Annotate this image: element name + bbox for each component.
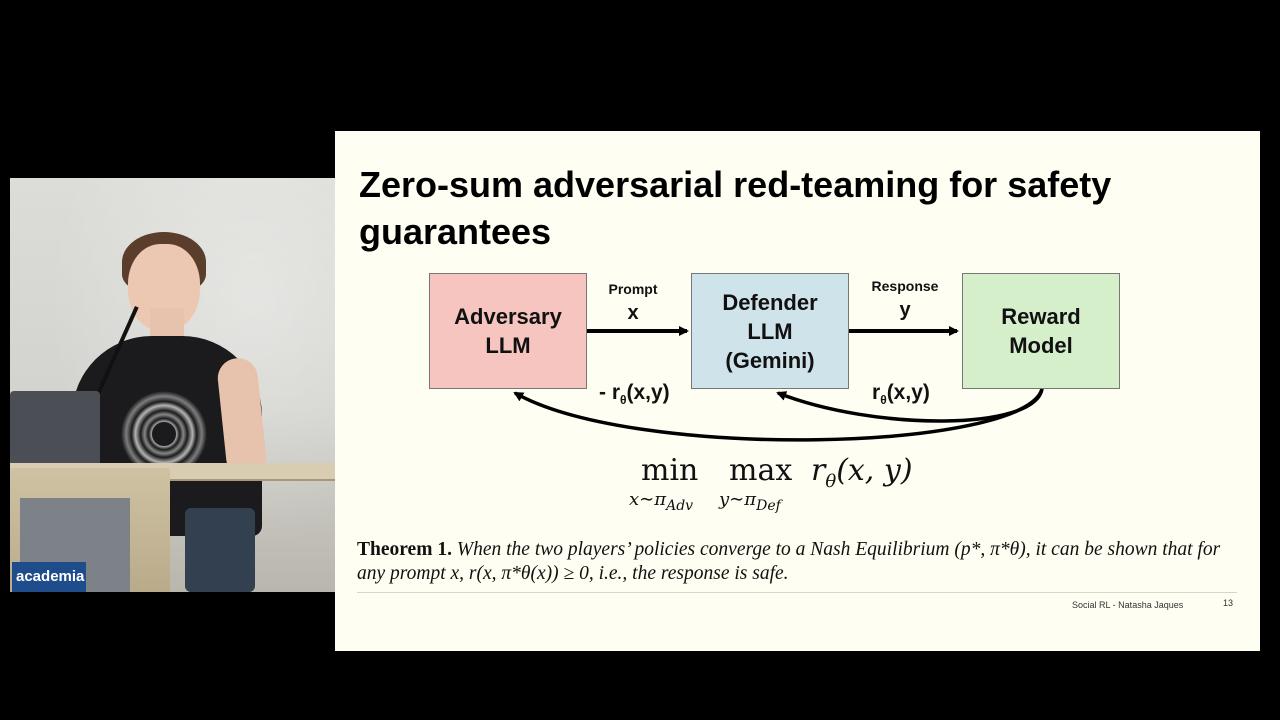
diagram-arrows [513, 326, 1044, 442]
slide-number: 13 [1223, 598, 1234, 608]
neg-reward-prefix: - r [599, 381, 620, 404]
footer-divider [357, 592, 1237, 593]
response-label: Response [871, 278, 939, 294]
reward-subscript: θ [880, 393, 887, 407]
defender-llm-box: Defender LLM (Gemini) [691, 273, 849, 389]
reward-model-box: Reward Model [962, 273, 1120, 389]
min-operator: min [641, 453, 699, 488]
max-operator: max [729, 453, 793, 488]
reward-label: rθ(x,y) [872, 381, 930, 407]
speaker-jeans [185, 508, 255, 592]
reward-args: (x,y) [886, 381, 930, 404]
max-sub-text: y∼π [719, 489, 757, 510]
arrow-reward-to-adversary [513, 388, 1044, 442]
min-sub-index: Adv [666, 498, 694, 514]
theorem-heading: Theorem 1. [357, 539, 452, 560]
prompt-variable: x [627, 302, 639, 324]
min-sub-text: x∼π [629, 489, 667, 510]
objective-subscript: θ [825, 471, 837, 492]
objective-term: rθ(x, y) [811, 453, 913, 492]
max-subscript: y∼πDef [719, 489, 781, 514]
minmax-equation: min x∼πAdv max y∼πDef rθ(x, y) [625, 453, 945, 514]
theorem-statement: Theorem 1. When the two players’ policie… [357, 538, 1247, 586]
reward-prefix: r [872, 381, 881, 404]
max-sub-index: Def [756, 498, 781, 514]
slide-title: Zero-sum adversarial red-teaming for saf… [359, 164, 1112, 252]
min-subscript: x∼πAdv [629, 489, 693, 514]
response-variable: y [899, 299, 911, 321]
neg-reward-args: (x,y) [626, 381, 670, 404]
objective-args: (x, y) [836, 453, 913, 488]
objective-r: r [811, 453, 826, 488]
speaker-video: academia [10, 178, 335, 592]
footer-author: Social RL - Natasha Jaques [1072, 600, 1184, 610]
laptop [10, 391, 100, 466]
theorem-body: When the two players’ policies converge … [357, 539, 1221, 584]
presentation-slide: Zero-sum adversarial red-teaming for saf… [335, 131, 1260, 651]
neg-reward-subscript: θ [620, 393, 627, 407]
negative-reward-label: - rθ(x,y) [599, 381, 670, 407]
adversary-llm-box: Adversary LLM [429, 273, 587, 389]
academia-sign: academia [12, 562, 86, 592]
prompt-label: Prompt [608, 281, 658, 297]
